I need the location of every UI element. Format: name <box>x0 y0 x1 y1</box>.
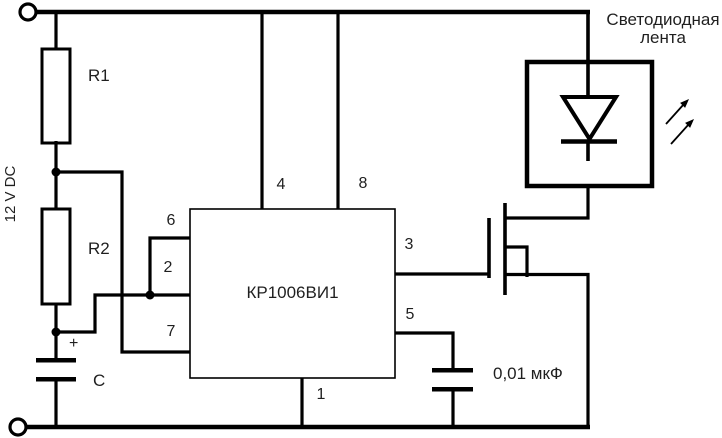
led-icon <box>559 10 620 161</box>
terminal-positive-icon <box>18 2 38 22</box>
led-strip-caption-line2: лента <box>640 28 686 47</box>
terminal-negative-icon <box>8 417 28 437</box>
mosfet <box>487 184 590 429</box>
led-strip-caption-line1: Светодиодная <box>606 10 720 29</box>
ic-name-label: КР1006ВИ1 <box>246 283 339 302</box>
pin-5-label: 5 <box>405 306 415 323</box>
pin-4-label: 4 <box>276 176 286 193</box>
junction-dots <box>51 167 155 337</box>
led-strip-caption: Светодиодная лента <box>603 11 722 47</box>
supply-voltage-label: 12 V DC <box>2 165 19 223</box>
light-arrows-icon <box>665 99 694 145</box>
wire-r2c-to-pin2 <box>56 293 190 334</box>
wire-pin6-branch <box>148 236 190 295</box>
capacitor-c-label: C <box>93 371 106 390</box>
electrolytic-capacitor-c <box>36 358 76 429</box>
capacitor-timing <box>432 368 473 429</box>
wire-r1r2-to-pin7 <box>56 170 190 354</box>
resistor-r2 <box>40 207 72 360</box>
resistor-r1-label: R1 <box>88 66 110 85</box>
pin-7-label: 7 <box>166 323 176 340</box>
led-strip-box <box>524 59 655 189</box>
pin-1-label: 1 <box>316 386 326 403</box>
resistor-r1 <box>40 10 72 211</box>
pin-8-label: 8 <box>358 175 368 192</box>
timing-cap-value-label: 0,01 мкФ <box>493 364 563 383</box>
resistor-r2-label: R2 <box>88 239 110 258</box>
wire-pin5 <box>395 331 455 369</box>
polarity-plus-label: + <box>69 335 79 352</box>
pin-6-label: 6 <box>166 212 176 229</box>
ic-body <box>189 208 396 379</box>
pin-3-label: 3 <box>404 236 414 253</box>
pin-2-label: 2 <box>163 259 173 276</box>
